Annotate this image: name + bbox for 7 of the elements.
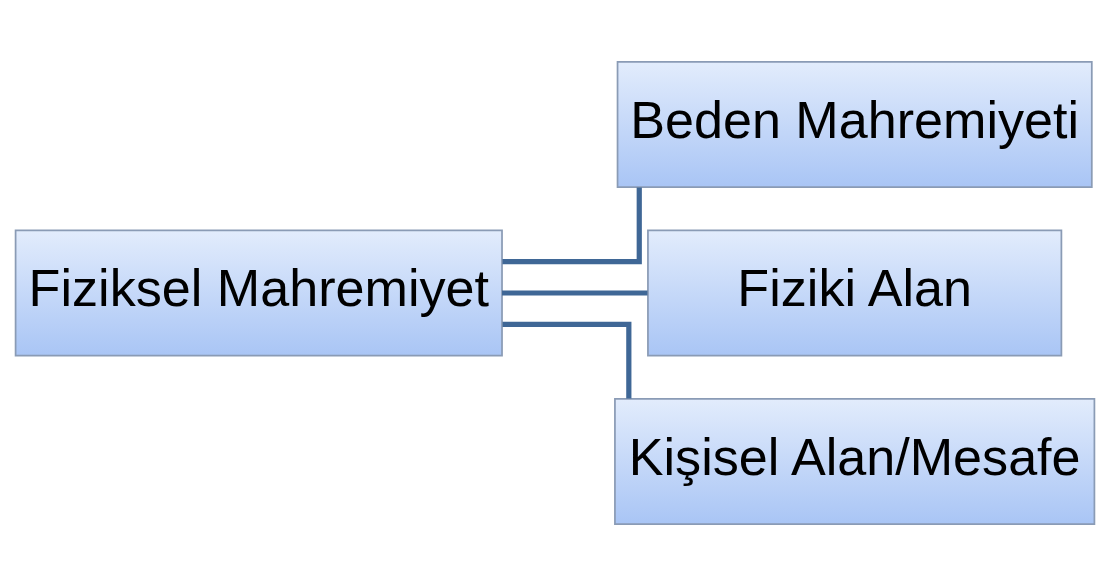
connector xyxy=(502,289,648,296)
connector xyxy=(502,187,642,264)
node-box: Beden Mahremiyeti xyxy=(616,60,1093,188)
connector xyxy=(502,321,632,398)
node-box: Fiziki Alan xyxy=(647,229,1063,356)
node-box: Fiziksel Mahremiyet xyxy=(14,229,503,356)
node-box: Kişisel Alan/Mesafe xyxy=(614,397,1096,525)
